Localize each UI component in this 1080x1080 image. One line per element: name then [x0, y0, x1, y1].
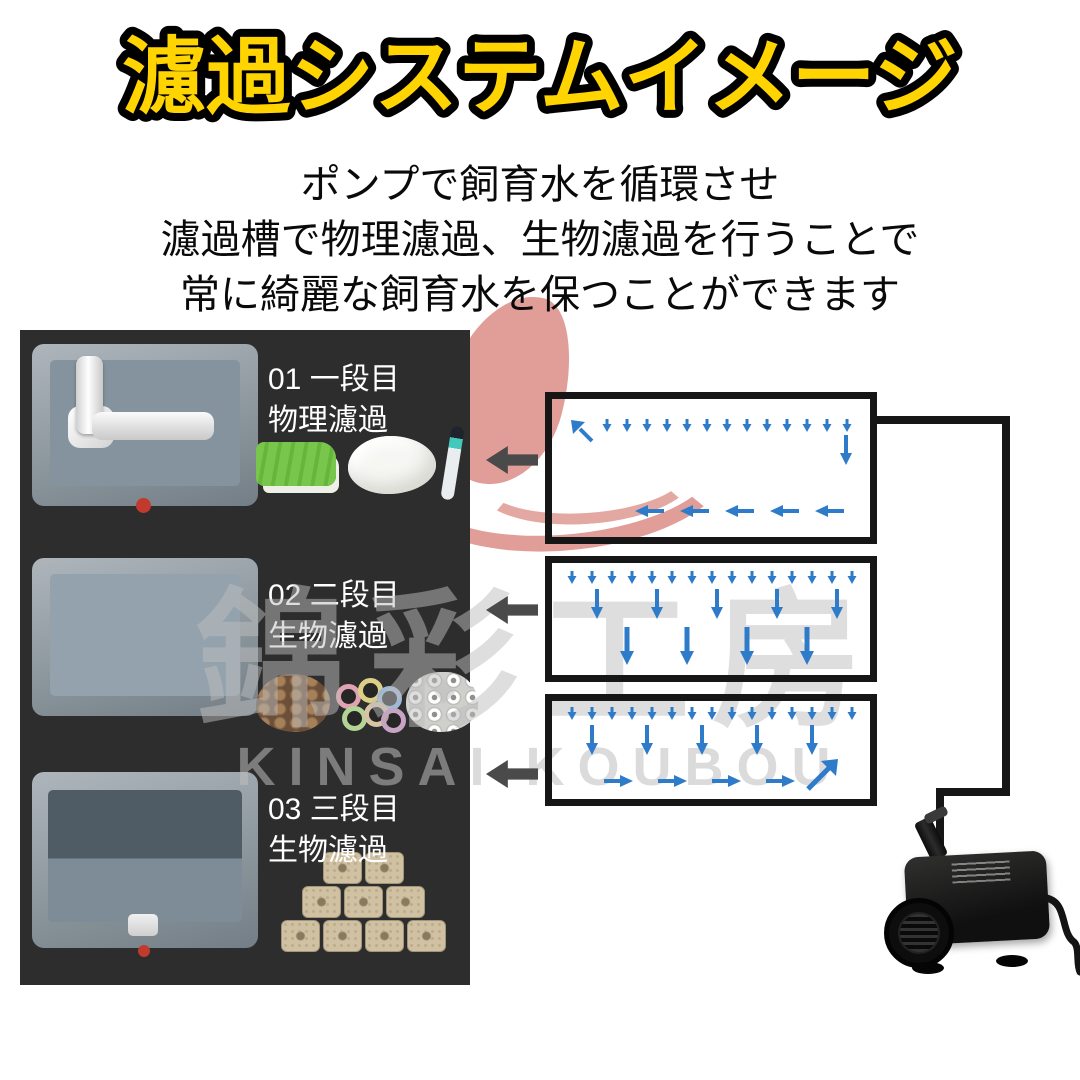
pump-suction-cup	[996, 955, 1028, 967]
description: ポンプで飼育水を循環させ 濾過槽で物理濾過、生物濾過を行うことで 常に綺麗な飼育…	[0, 158, 1080, 324]
drain-valve	[138, 945, 150, 957]
stick-row	[280, 920, 446, 952]
stage-label-line: 生物濾過	[268, 619, 388, 653]
filter-box-photo-stage1	[32, 344, 258, 513]
filter-box-perforated-bottom	[50, 574, 240, 696]
pump-power-cord	[1046, 894, 1080, 976]
stage-pointer-icon	[486, 760, 538, 788]
water-pump	[878, 805, 1080, 1022]
stick-row	[322, 852, 404, 884]
ceramic-stick-icon	[364, 920, 404, 952]
flow-arrow-down-icon	[838, 433, 854, 467]
diagram-chamber-1	[545, 392, 877, 544]
stage-label-line: 物理濾過	[268, 403, 388, 437]
ceramic-stick-media-photo	[278, 848, 448, 952]
ceramic-stick-icon	[322, 920, 362, 952]
pump-suction-cup	[912, 962, 944, 974]
stage-label-line: 生物濾過	[268, 833, 388, 867]
stick-row	[301, 886, 425, 918]
description-line: 常に綺麗な飼育水を保つことができます	[180, 273, 900, 318]
ceramic-ring-icon	[342, 706, 367, 731]
ceramic-stick-icon	[406, 920, 446, 952]
diagram-chamber-2	[545, 556, 877, 682]
pipe-right-riser	[1002, 416, 1010, 796]
inlet-spray-arrows	[601, 417, 853, 434]
inlet-spray-arrows	[566, 705, 858, 722]
filter-floss-photo	[348, 436, 436, 494]
stages-panel: 01 一段目 物理濾過 02 二段目 生物濾過	[20, 330, 478, 985]
stage-label-line: 02 二段目	[268, 579, 400, 612]
flow-arrow-up-left-icon	[569, 418, 594, 443]
flow-arrows-chamber3	[566, 705, 858, 799]
stage-pointer-icon	[486, 446, 538, 474]
filter-box-photo-stage2	[32, 558, 258, 716]
drain-valve	[136, 498, 151, 513]
pump-spec-label	[951, 860, 1011, 884]
ceramic-ball-media-photo	[256, 674, 330, 732]
filter-mat-photo	[256, 442, 336, 486]
filter-box-interior	[48, 790, 242, 922]
flow-arrows-chamber2	[566, 569, 858, 675]
ceramic-stick-icon	[280, 920, 320, 952]
test-tube-photo	[440, 425, 465, 501]
ceramic-ring-media-photo	[334, 676, 406, 734]
ceramic-stick-icon	[322, 852, 362, 884]
stage2-label: 02 二段目 生物濾過	[268, 576, 400, 657]
flow-arrows-down	[584, 723, 820, 757]
flow-arrow-up-right-icon	[808, 759, 838, 789]
pump-outlet-tip	[923, 805, 949, 825]
stage3-label: 03 三段目 生物濾過	[268, 790, 400, 871]
diagram-chamber-3	[545, 694, 877, 806]
stage-label-line: 03 三段目	[268, 793, 400, 826]
pump-intake-grille	[884, 898, 954, 968]
description-line: 濾過槽で物理濾過、生物濾過を行うことで	[160, 218, 920, 263]
page-title: 濾過システムイメージ	[122, 30, 958, 124]
title-banner: 濾過システムイメージ	[114, 22, 966, 132]
ceramic-ring-icon	[381, 708, 406, 733]
flow-arrows-chamber1	[569, 417, 854, 519]
white-ring-media-photo	[406, 672, 478, 732]
stage1-label: 01 一段目 物理濾過	[268, 360, 400, 441]
flow-arrows-right	[602, 773, 797, 789]
pipe-top-horizontal	[870, 416, 1010, 424]
pvc-pipe-horizontal	[92, 412, 214, 440]
ceramic-stick-icon	[343, 886, 383, 918]
ceramic-stick-icon	[364, 852, 404, 884]
inlet-spray-arrows	[566, 569, 858, 586]
flow-arrows-left	[633, 503, 846, 519]
description-line: ポンプで飼育水を循環させ	[300, 163, 780, 207]
flow-arrows-down	[589, 587, 845, 665]
drain-fitting	[128, 914, 158, 936]
swirl-arc-icon	[472, 424, 700, 532]
filter-box-photo-stage3	[32, 772, 258, 957]
pipe-lower-horizontal	[936, 788, 1010, 796]
stage-label-line: 01 一段目	[268, 363, 400, 396]
ceramic-stick-icon	[385, 886, 425, 918]
stage-pointer-icon	[486, 596, 538, 624]
ceramic-stick-icon	[301, 886, 341, 918]
